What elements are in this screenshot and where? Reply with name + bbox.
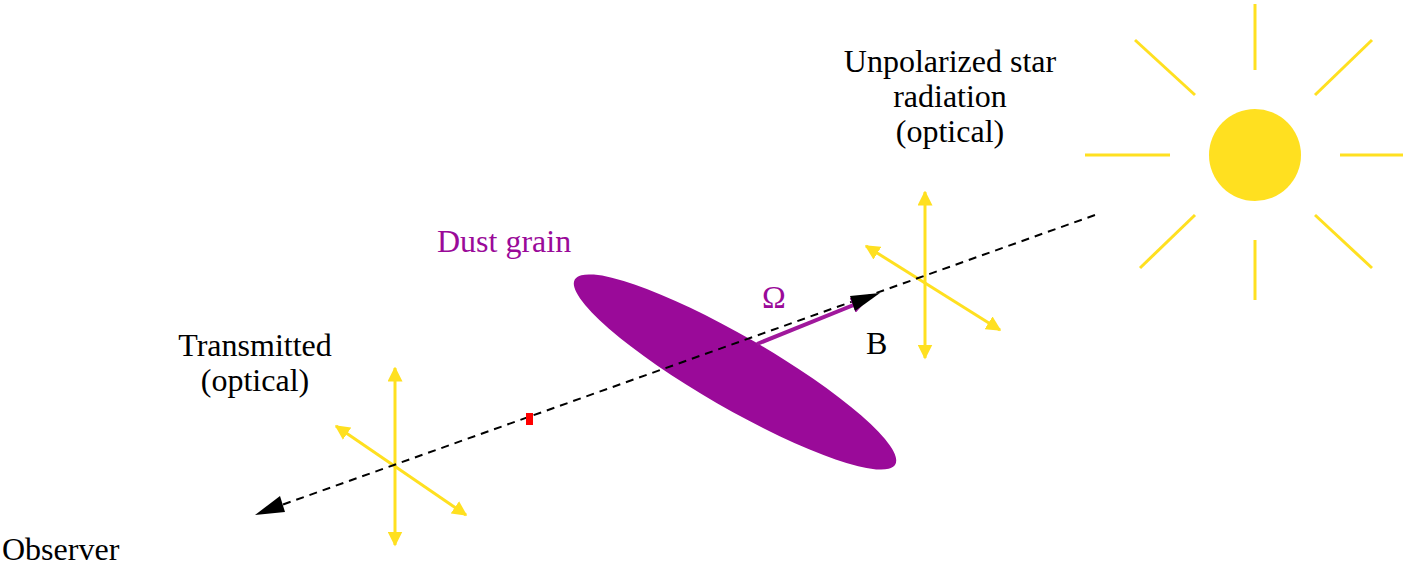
- observer-label: Observer: [2, 532, 119, 567]
- grain-label: Dust grain: [437, 224, 571, 259]
- source-label: Unpolarized star radiation (optical): [843, 44, 1057, 149]
- field-label: B: [866, 326, 887, 361]
- spin-label: Ω: [762, 280, 786, 315]
- transmitted-label: Transmitted (optical): [150, 328, 360, 398]
- star: [1085, 4, 1403, 300]
- dust-grain: [557, 248, 913, 495]
- field-arrowhead: [850, 293, 880, 311]
- line-of-sight: [262, 215, 1095, 512]
- polarization-transmitted: [336, 368, 466, 545]
- observer-arrowhead: [255, 496, 285, 515]
- star-disc: [1209, 109, 1301, 201]
- star-rays: [1085, 4, 1403, 300]
- red-mark: [526, 413, 533, 425]
